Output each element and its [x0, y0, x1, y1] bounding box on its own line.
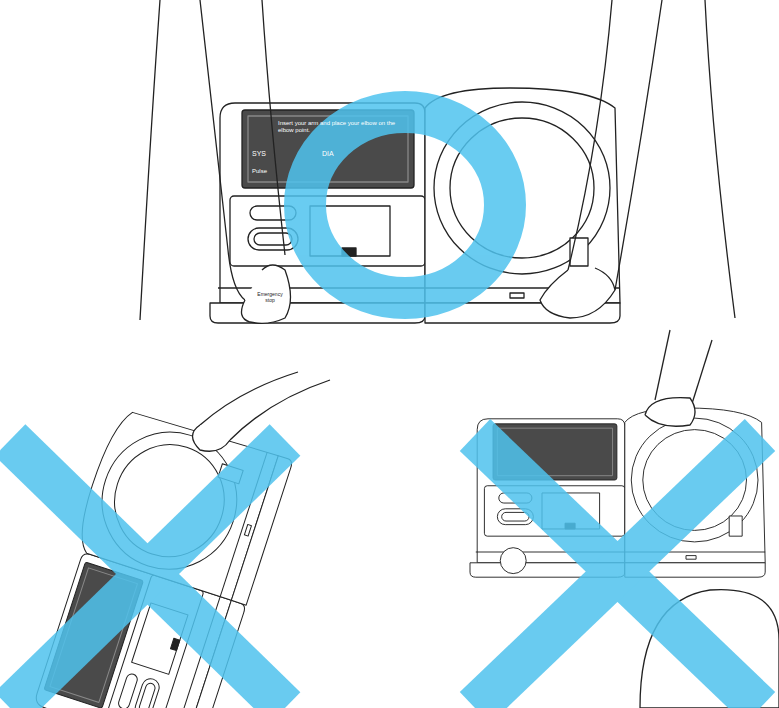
- carrying-hands: [140, 0, 735, 323]
- wrong-mark: [475, 435, 760, 708]
- wrong-mark: [10, 440, 285, 708]
- correct-mark: [305, 112, 505, 298]
- screen-text: Pulse: [252, 168, 282, 175]
- screen-text: Insert your arm and place your elbow on …: [278, 120, 408, 133]
- screen-text: DIA: [322, 150, 352, 158]
- button-label: Emergency stop: [255, 292, 285, 303]
- evaluation-marks: [10, 112, 760, 708]
- screen-text: SYS: [252, 150, 282, 158]
